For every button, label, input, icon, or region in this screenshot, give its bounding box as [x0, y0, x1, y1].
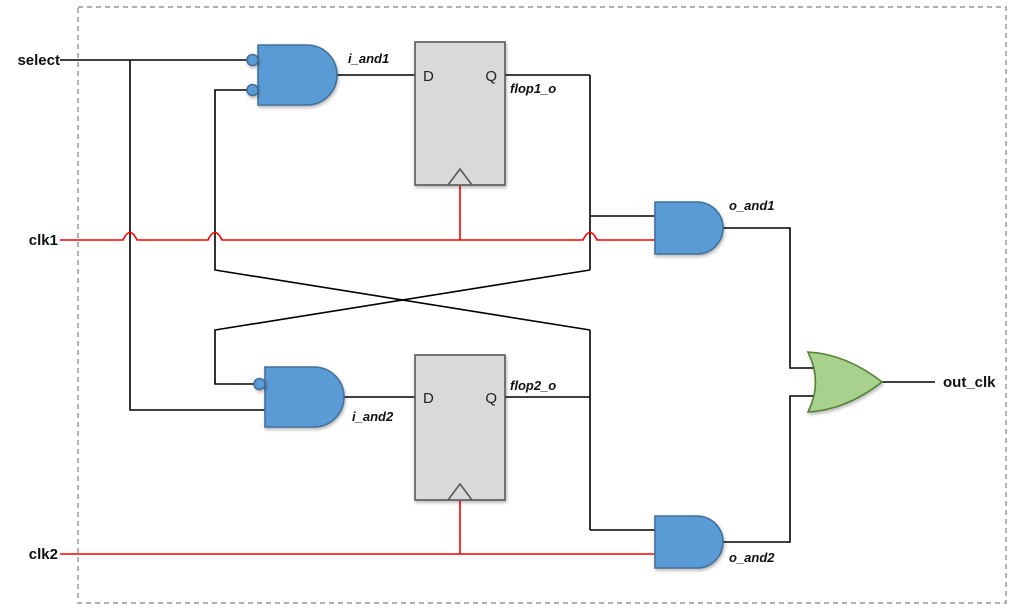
o-and2-to-or-wire [723, 395, 817, 543]
select-label: select [17, 52, 60, 69]
flop1-o-net-label: flop1_o [510, 81, 556, 96]
flop2-o-net-label: flop2_o [510, 378, 556, 393]
i-and1-gate [257, 44, 338, 106]
o-and1-to-or-wire [723, 227, 817, 369]
i-and1-net-label: i_and1 [348, 51, 389, 66]
i-and1-input-bubble-bottom-icon [246, 83, 259, 97]
out-clk-label: out_clk [943, 374, 996, 391]
flop2-q-port-label: Q [485, 390, 497, 407]
flop1-body [414, 41, 506, 186]
o-and2-gate [654, 515, 724, 569]
i-and1-input-bubble-top-icon [246, 53, 259, 67]
o-and1-gate [654, 201, 724, 255]
clk1-label: clk1 [29, 232, 58, 249]
flop1-d-port-label: D [423, 68, 434, 85]
i-and2-net-label: i_and2 [352, 409, 394, 424]
flop1-q-port-label: Q [485, 68, 497, 85]
i-and2-input-bubble-icon [253, 377, 266, 391]
flop2-clock-triangle-icon [447, 482, 473, 501]
dashed-boundary [77, 6, 1007, 604]
cross-wire-flop2-to-iand1 [214, 89, 591, 331]
clk1-wire [60, 231, 655, 241]
i-and2-gate [264, 366, 345, 428]
flop2-d-port-label: D [423, 390, 434, 407]
select-branch-wire [129, 60, 265, 411]
clk2-label: clk2 [29, 546, 58, 563]
output-or-gate [806, 351, 884, 413]
flop1-clock-triangle-icon [447, 167, 473, 186]
flop2-body [414, 354, 506, 501]
o-and2-net-label: o_and2 [729, 550, 775, 565]
o-and1-net-label: o_and1 [729, 198, 775, 213]
